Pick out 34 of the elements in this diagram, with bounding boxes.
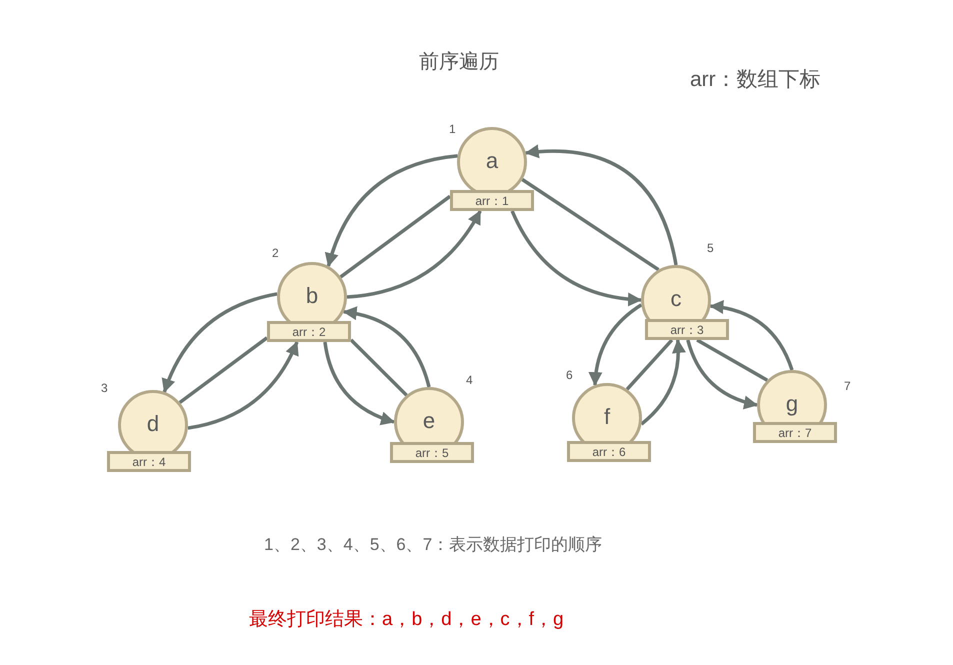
- diagram-title: 前序遍历: [419, 50, 499, 75]
- index-tag: arr：5: [390, 442, 474, 463]
- order-number: 7: [844, 379, 851, 393]
- connector-line: [178, 336, 268, 404]
- result-text: 最终打印结果：a，b，d，e，c，f，g: [249, 608, 564, 632]
- arrow: [346, 210, 482, 299]
- connector-line: [521, 178, 660, 272]
- order-number: 5: [707, 241, 714, 255]
- connector-line: [696, 338, 768, 382]
- legend-note: arr：数组下标: [690, 67, 821, 93]
- order-number: 6: [566, 368, 573, 382]
- arrow: [162, 292, 278, 393]
- index-tag: arr：7: [753, 422, 837, 443]
- arrow: [325, 154, 458, 268]
- connector-line: [626, 338, 674, 390]
- index-tag: arr：2: [267, 321, 351, 342]
- order-number: 4: [466, 373, 473, 387]
- index-tag: arr：4: [107, 451, 191, 472]
- connector-line: [350, 338, 408, 396]
- arrow: [342, 306, 431, 388]
- index-tag: arr：6: [567, 441, 651, 462]
- index-tag: arr：1: [450, 190, 534, 211]
- order-note: 1、2、3、4、5、6、7：表示数据打印的顺序: [264, 534, 602, 556]
- order-number: 2: [272, 246, 279, 260]
- arrow: [188, 341, 299, 430]
- arrow: [640, 339, 686, 426]
- order-number: 1: [449, 122, 456, 136]
- arrow: [709, 300, 794, 371]
- arrow: [323, 342, 395, 425]
- index-tag: arr：3: [645, 319, 729, 340]
- connector-line: [340, 194, 452, 278]
- order-number: 3: [101, 381, 108, 395]
- arrow: [510, 210, 642, 306]
- arrow: [686, 340, 758, 409]
